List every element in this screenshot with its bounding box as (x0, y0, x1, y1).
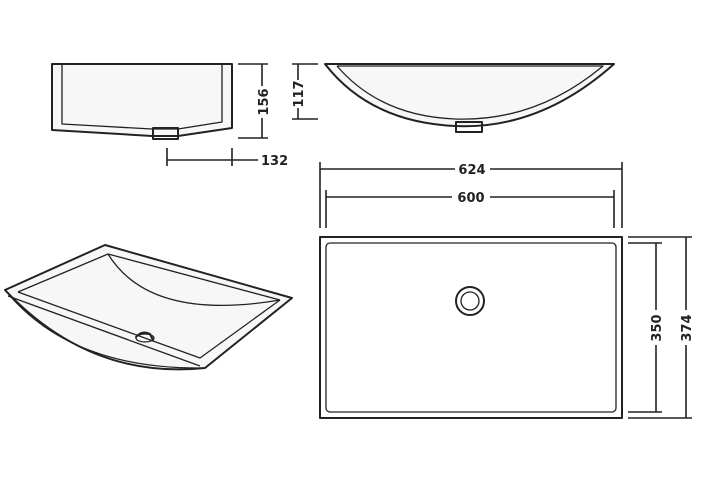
plan-view: 624 600 350 374 (319, 162, 695, 419)
dim-374-label: 374 (680, 314, 695, 341)
front-view: 117 (292, 63, 615, 133)
isometric-view (4, 244, 293, 371)
dim-156-label: 156 (257, 88, 272, 115)
side-view: 156 132 (51, 63, 288, 169)
dim-350-label: 350 (650, 314, 665, 341)
dim-132-label: 132 (261, 154, 288, 169)
dim-600-label: 600 (457, 191, 484, 206)
dim-624-label: 624 (458, 163, 485, 178)
dim-117-label: 117 (292, 80, 307, 107)
